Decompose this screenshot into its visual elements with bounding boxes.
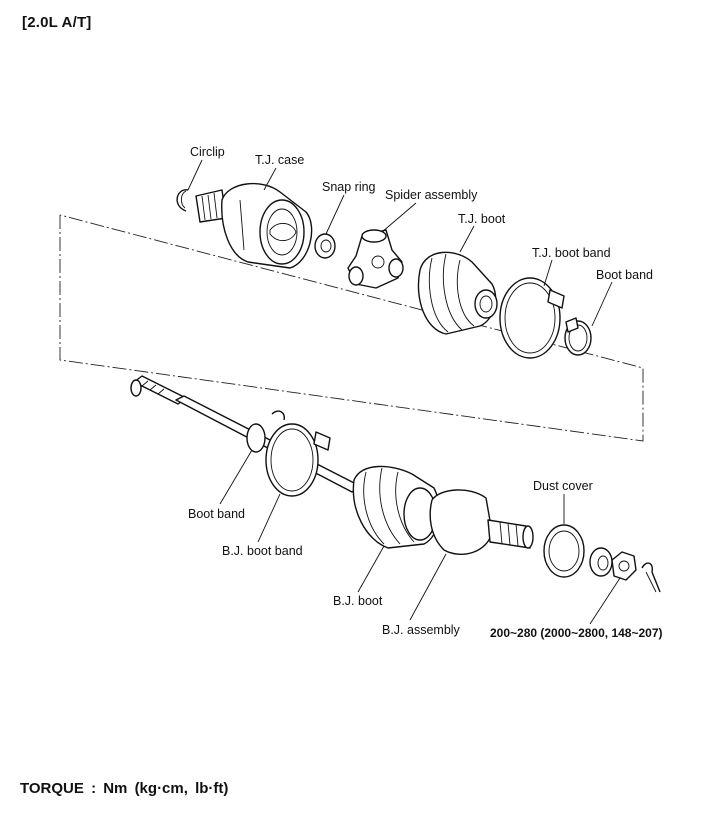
torque-spec-value: 200~280 (2000~2800, 148~207) xyxy=(490,626,663,640)
label-boot-band-lower: Boot band xyxy=(188,507,245,521)
boot-band-lower-part xyxy=(246,410,286,453)
cotter-pin-part xyxy=(641,562,661,593)
bj-boot-part xyxy=(352,465,441,549)
boot-band-upper-part xyxy=(564,317,592,356)
diagram-header: [2.0L A/T] xyxy=(22,14,92,31)
label-boot-band-upper: Boot band xyxy=(596,268,653,282)
label-spider-assembly: Spider assembly xyxy=(385,188,478,202)
snap-ring-part xyxy=(314,233,336,259)
circlip-part xyxy=(176,189,189,212)
label-bj-boot: B.J. boot xyxy=(333,594,383,608)
label-dust-cover: Dust cover xyxy=(533,479,593,493)
bj-assembly-part xyxy=(429,489,534,555)
drive-shaft-part xyxy=(130,375,361,493)
washer-part xyxy=(589,547,613,577)
dust-cover-part xyxy=(543,524,585,578)
tj-boot-part xyxy=(417,251,498,335)
tj-case-part xyxy=(195,182,313,269)
torque-units-legend: TORQUE : Nm (kg·cm, lb·ft) xyxy=(20,780,229,797)
leader-lines xyxy=(187,159,621,625)
label-tj-boot: T.J. boot xyxy=(458,212,506,226)
spider-assembly-part xyxy=(347,229,404,289)
label-bj-assembly: B.J. assembly xyxy=(382,623,461,637)
label-circlip: Circlip xyxy=(190,145,225,159)
castle-nut-part xyxy=(611,551,637,581)
bj-boot-band-part xyxy=(265,423,331,497)
label-snap-ring: Snap ring xyxy=(322,180,376,194)
label-tj-case: T.J. case xyxy=(255,153,304,167)
tj-boot-band-part xyxy=(499,277,565,359)
label-bj-boot-band: B.J. boot band xyxy=(222,544,303,558)
label-tj-boot-band: T.J. boot band xyxy=(532,246,611,260)
